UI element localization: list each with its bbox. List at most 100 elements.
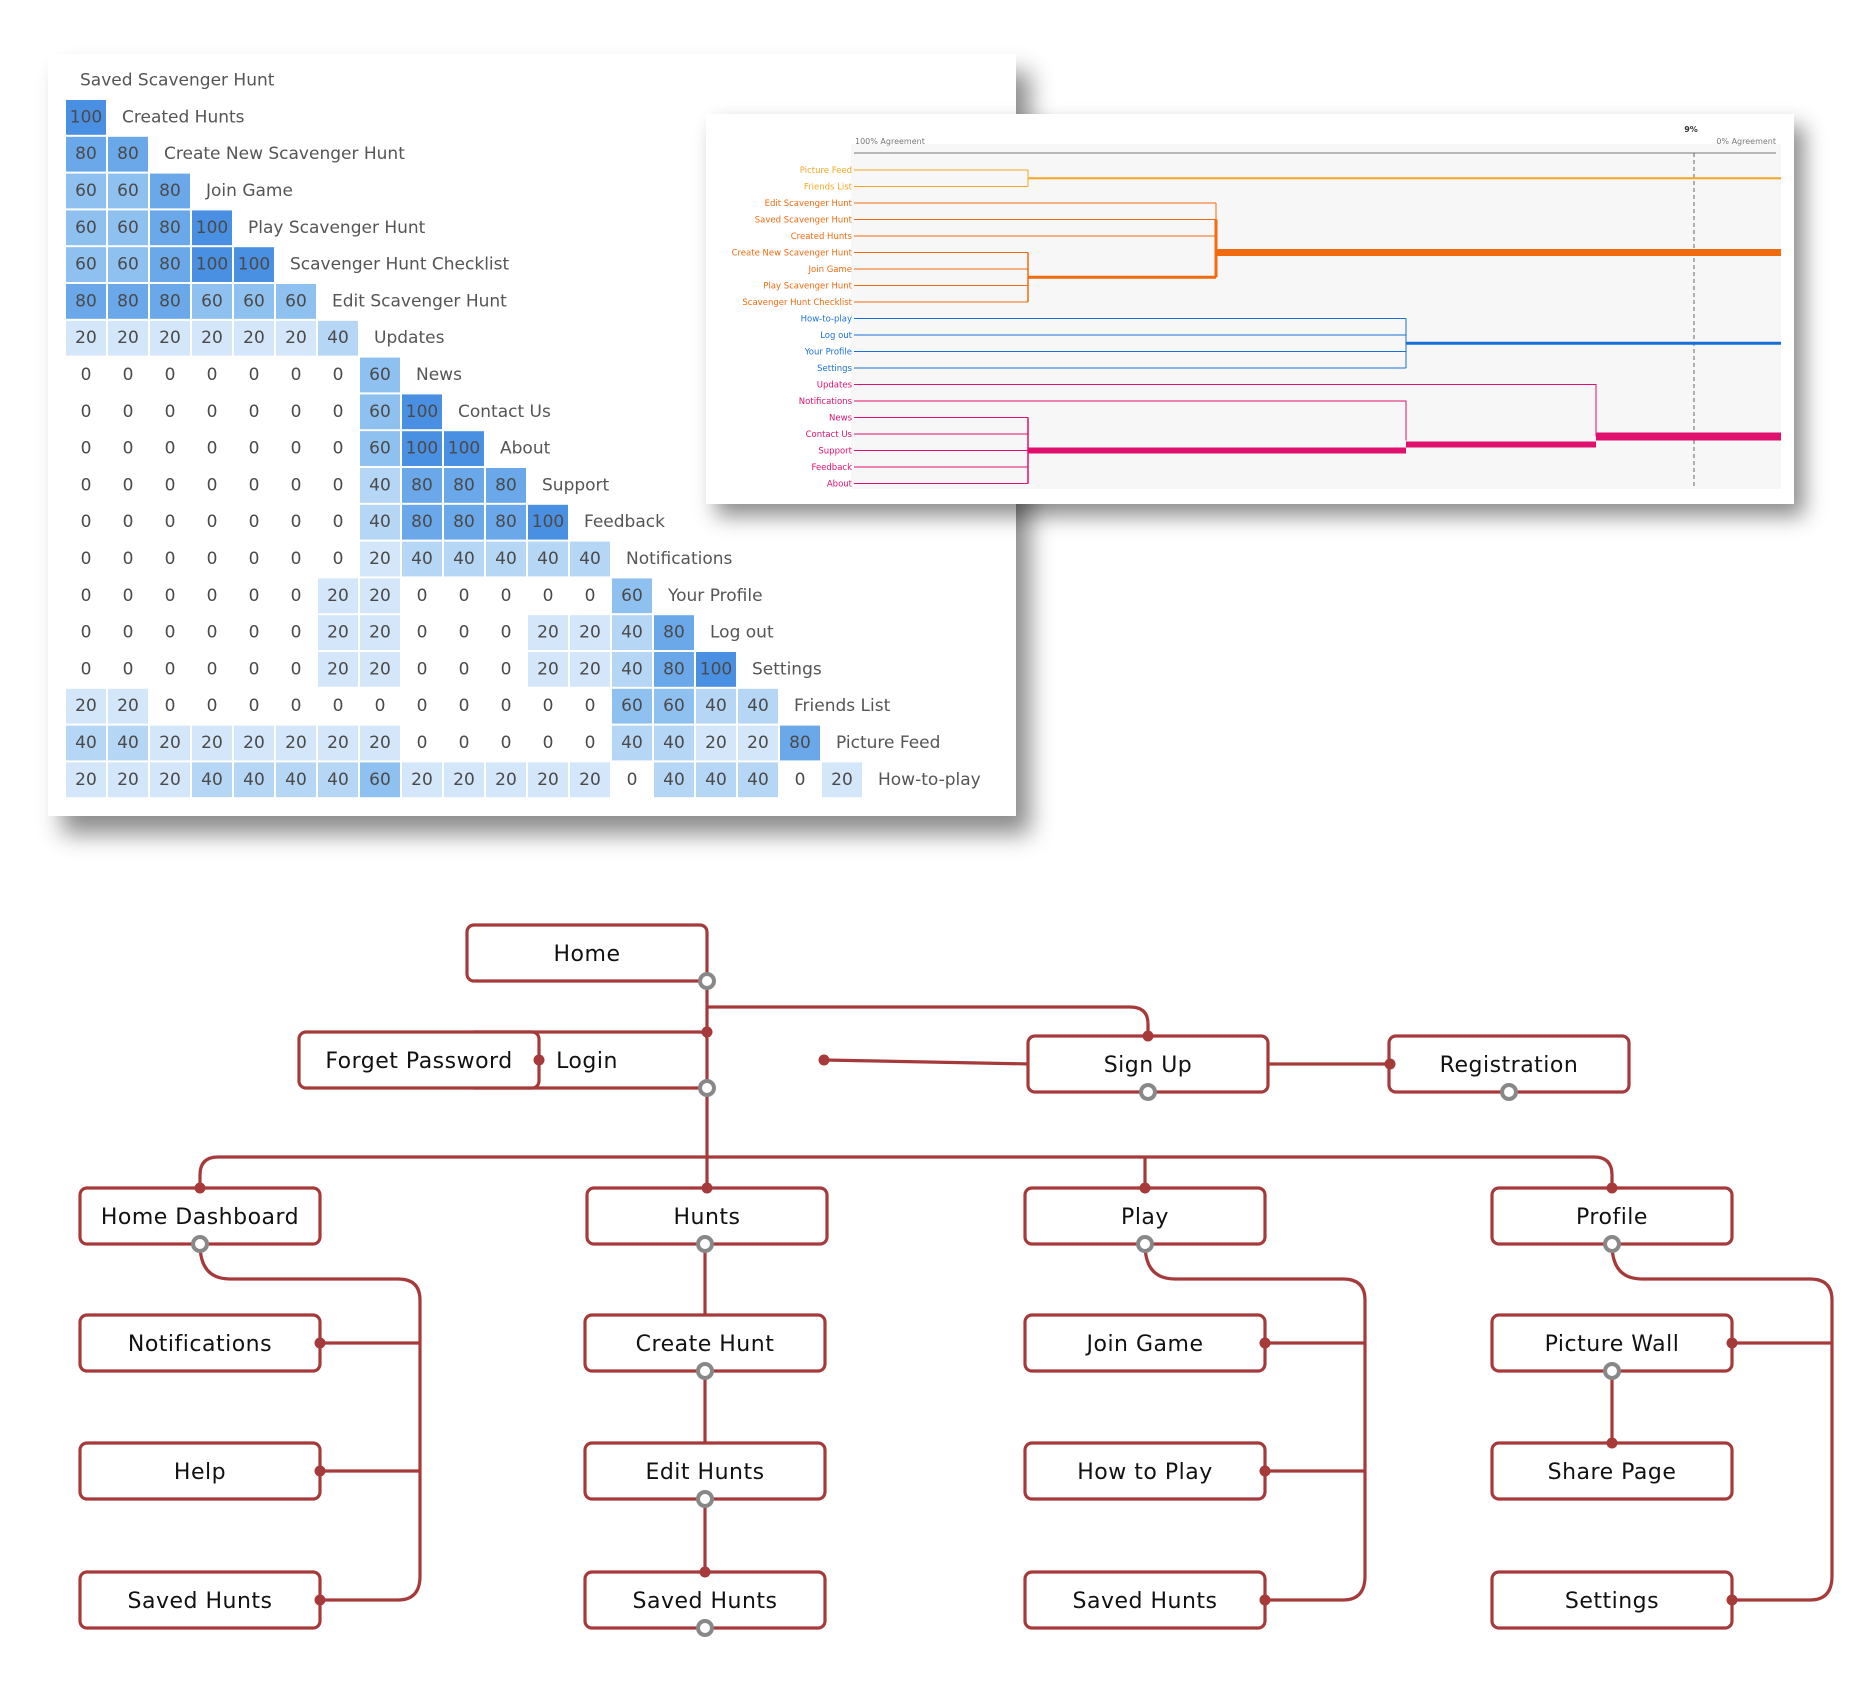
matrix-cell-value: 0 — [291, 402, 302, 422]
sitemap-node-play[interactable]: Play — [1023, 1186, 1267, 1246]
matrix-cell-value: 40 — [369, 512, 391, 532]
sitemap-node-share-page[interactable]: Share Page — [1490, 1441, 1734, 1501]
matrix-cell — [486, 762, 526, 798]
matrix-cell-value: 0 — [207, 475, 218, 495]
matrix-cell — [528, 541, 568, 577]
connector-ring-icon — [696, 1362, 714, 1380]
sitemap-node-home[interactable]: Home — [465, 923, 709, 983]
matrix-row-label: Your Profile — [667, 586, 763, 606]
matrix-cell-value: 20 — [705, 733, 727, 753]
sitemap-node-saved-hunts-play[interactable]: Saved Hunts — [1023, 1570, 1267, 1630]
matrix-cell-value: 40 — [579, 549, 601, 569]
sitemap-node-forget-password[interactable]: Forget Password — [297, 1030, 541, 1090]
matrix-cell — [654, 615, 694, 650]
matrix-cell — [108, 688, 148, 724]
matrix-cell-value: 40 — [621, 659, 643, 679]
matrix-cell-value: 20 — [117, 770, 139, 790]
matrix-cell-value: 80 — [159, 255, 181, 275]
connector-dot-icon — [314, 1594, 326, 1606]
matrix-cell-value: 0 — [165, 549, 176, 569]
matrix-cell-value: 0 — [417, 733, 428, 753]
axis-label-left: 100% Agreement — [855, 137, 925, 146]
matrix-cell — [654, 688, 694, 724]
matrix-cell-value: 0 — [249, 586, 260, 606]
matrix-cell — [654, 725, 694, 761]
dendrogram-panel: 100% Agreement 0% Agreement 9% Picture F… — [706, 114, 1794, 504]
matrix-cell-value: 20 — [201, 733, 223, 753]
matrix-cell-value: 0 — [207, 439, 218, 459]
sitemap-node-how-to-play[interactable]: How to Play — [1023, 1441, 1267, 1501]
matrix-cell-value: 40 — [453, 549, 475, 569]
matrix-cell — [402, 431, 442, 466]
matrix-cell — [150, 762, 190, 798]
matrix-cell-value: 0 — [165, 586, 176, 606]
connector-dot-icon — [699, 1566, 711, 1578]
matrix-cell-value: 20 — [285, 733, 307, 753]
matrix-cell-value: 40 — [369, 475, 391, 495]
matrix-cell — [360, 652, 400, 687]
sitemap-node-label: Home Dashboard — [101, 1205, 299, 1230]
sitemap-node-home-dashboard[interactable]: Home Dashboard — [78, 1186, 322, 1246]
sitemap-node-saved-hunts-dashboard[interactable]: Saved Hunts — [78, 1570, 322, 1630]
matrix-cell-value: 40 — [243, 770, 265, 790]
sitemap-node-notifications[interactable]: Notifications — [78, 1313, 322, 1373]
matrix-cell-value: 0 — [207, 365, 218, 385]
matrix-cell-value: 60 — [75, 255, 97, 275]
matrix-cell-value: 0 — [165, 402, 176, 422]
matrix-cell — [612, 688, 652, 724]
dendrogram-leaf-label: Updates — [817, 381, 853, 391]
sitemap-node-saved-hunts-hunts[interactable]: Saved Hunts — [583, 1570, 827, 1630]
matrix-cell — [360, 468, 400, 503]
matrix-cell — [738, 688, 778, 724]
matrix-cell-value: 20 — [159, 328, 181, 348]
matrix-cell-value: 0 — [207, 659, 218, 679]
matrix-cell — [360, 394, 400, 430]
matrix-cell-value: 0 — [459, 696, 470, 716]
dendrogram-leaf-label: Feedback — [812, 463, 853, 473]
matrix-cell-value: 0 — [123, 365, 134, 385]
matrix-cell-value: 20 — [579, 770, 601, 790]
sitemap-node-join-game[interactable]: Join Game — [1023, 1313, 1267, 1373]
matrix-cell — [150, 320, 190, 356]
matrix-cell-value: 20 — [117, 696, 139, 716]
matrix-row-label: Log out — [710, 623, 774, 643]
matrix-cell — [360, 541, 400, 577]
matrix-cell-value: 0 — [333, 439, 344, 459]
sitemap-node-label: Saved Hunts — [633, 1589, 778, 1614]
connector-dot-icon — [1259, 1465, 1271, 1477]
matrix-cell-value: 20 — [831, 770, 853, 790]
sitemap-node-help[interactable]: Help — [78, 1441, 322, 1501]
connector-dot-icon — [1384, 1058, 1396, 1070]
matrix-cell-value: 0 — [123, 586, 134, 606]
connector-dot-icon — [1726, 1594, 1738, 1606]
sitemap-node-settings[interactable]: Settings — [1490, 1570, 1734, 1630]
axis-label-right: 0% Agreement — [1716, 137, 1776, 146]
dendrogram-leaf-label: Edit Scavenger Hunt — [765, 199, 853, 209]
matrix-cell — [444, 431, 484, 466]
dendrogram-leaf-label: Picture Feed — [800, 166, 852, 176]
matrix-cell-value: 40 — [537, 549, 559, 569]
matrix-cell-value: 0 — [207, 512, 218, 532]
connector-ring-icon — [696, 1235, 714, 1253]
connector-dot-icon — [1139, 1182, 1151, 1194]
matrix-cell-value: 0 — [123, 549, 134, 569]
matrix-cell-value: 100 — [700, 659, 732, 679]
sitemap-node-picture-wall[interactable]: Picture Wall — [1490, 1313, 1734, 1373]
matrix-row-label: Contact Us — [458, 402, 551, 422]
matrix-cell — [318, 320, 358, 356]
matrix-cell — [612, 615, 652, 650]
matrix-row-label: Support — [542, 475, 610, 495]
matrix-cell-value: 0 — [501, 733, 512, 753]
matrix-row-label: Scavenger Hunt Checklist — [290, 255, 509, 275]
matrix-cell — [66, 247, 106, 282]
connector-dot-icon — [194, 1182, 206, 1194]
matrix-cell-value: 0 — [81, 586, 92, 606]
matrix-cell — [486, 504, 526, 540]
matrix-row-label: Created Hunts — [122, 107, 245, 127]
dendrogram-plot-area — [851, 144, 1781, 489]
matrix-cell — [570, 615, 610, 650]
matrix-cell — [318, 652, 358, 687]
matrix-cell-value: 0 — [543, 733, 554, 753]
matrix-cell-value: 0 — [333, 549, 344, 569]
matrix-cell-value: 100 — [448, 439, 480, 459]
